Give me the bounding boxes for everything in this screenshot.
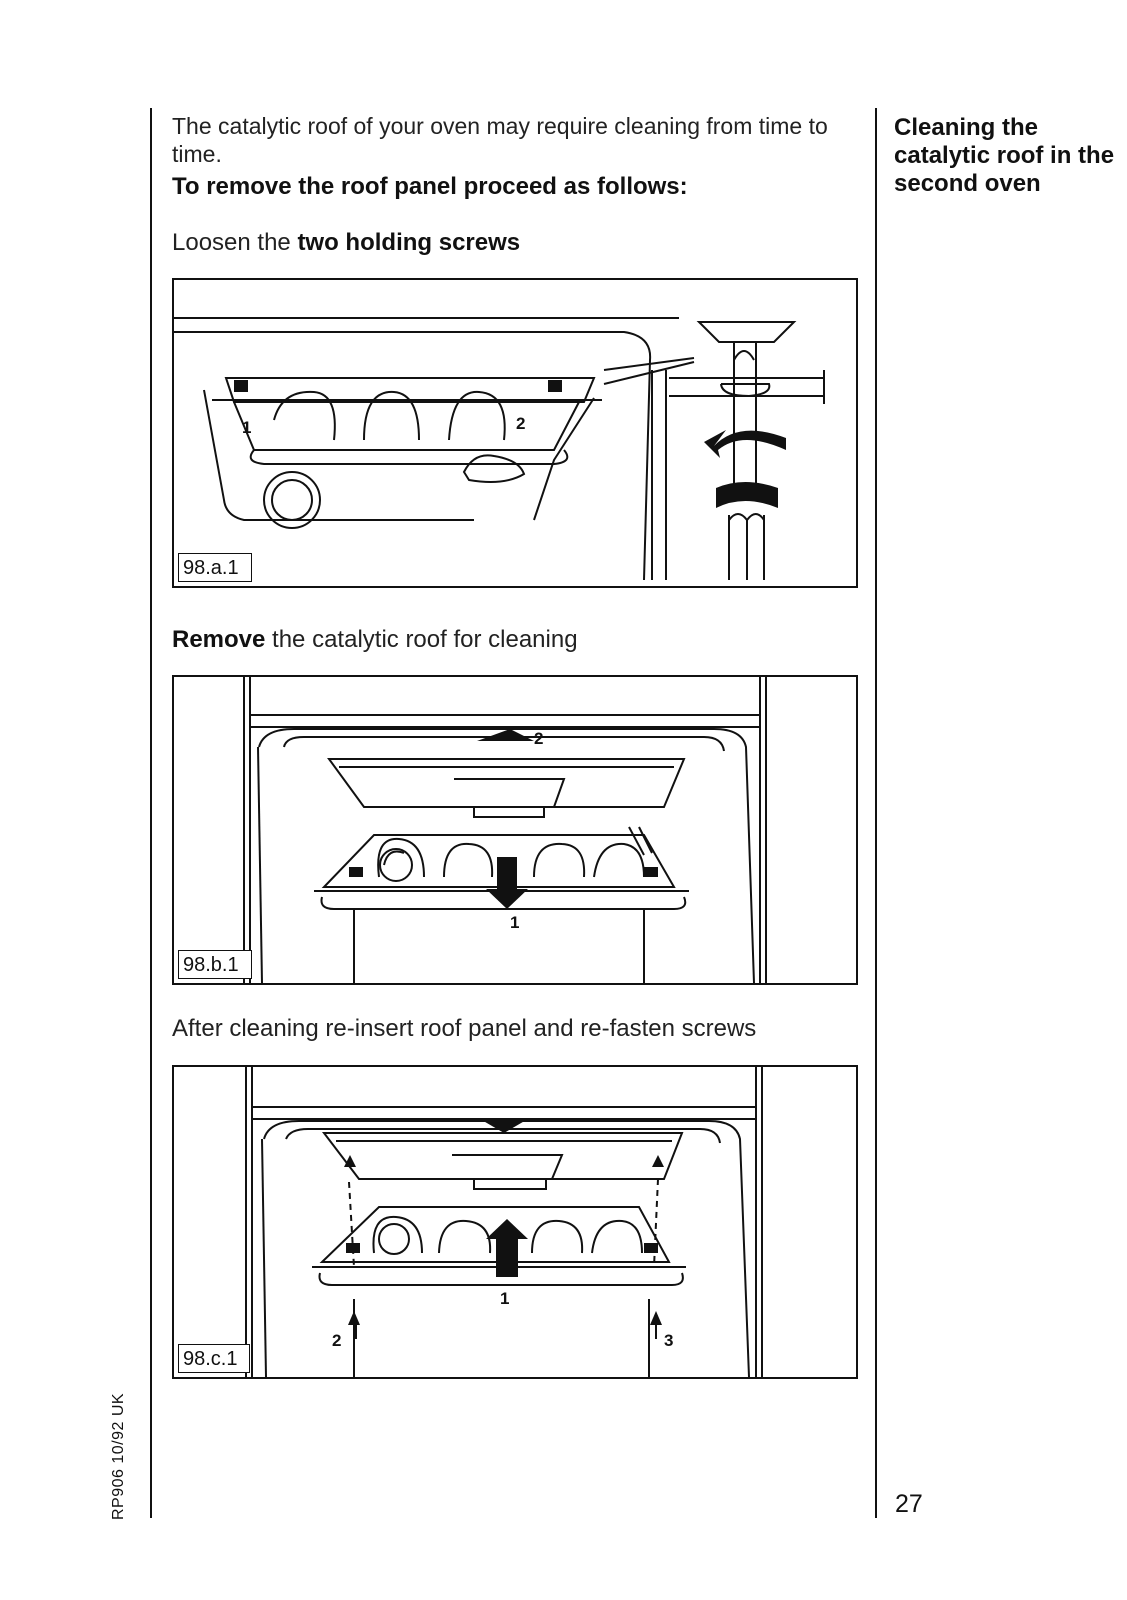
callout-2: 2 [534, 729, 544, 748]
intro-paragraph: The catalytic roof of your oven may requ… [172, 113, 828, 167]
callout-1: 1 [500, 1289, 510, 1308]
figure-label: 98.c.1 [178, 1344, 251, 1373]
document-code: RP906 10/92 UK [110, 1392, 127, 1520]
callout-1: 1 [242, 418, 252, 437]
figure-label: 98.b.1 [178, 950, 252, 979]
step-2-text: Remove the catalytic roof for cleaning [172, 626, 578, 653]
step-1-text: Loosen the two holding screws [172, 229, 521, 256]
callout-2: 2 [516, 414, 526, 433]
section-title: Cleaning the catalytic roof in the secon… [894, 114, 1115, 197]
oven-roof-removal-illustration [243, 677, 767, 983]
figure-98c1-reinsert-roof: 1 2 3 98.c.1 [172, 1065, 858, 1379]
figure-label: 98.a.1 [178, 553, 252, 582]
procedure-heading: To remove the roof panel proceed as foll… [172, 173, 688, 200]
figure-98a1-loosen-screws: 1 2 98.a.1 [172, 278, 858, 588]
right-margin-rule [875, 108, 877, 1518]
callout-2: 2 [332, 1331, 342, 1350]
left-margin-rule [150, 108, 152, 1518]
step-3-text: After cleaning re-insert roof panel and … [172, 1015, 757, 1042]
callout-3: 3 [664, 1331, 674, 1350]
page-number: 27 [895, 1490, 923, 1518]
figure-98b1-remove-roof: 2 1 98.b.1 [172, 675, 858, 985]
oven-roof-reinsert-illustration [245, 1067, 763, 1377]
oven-roof-screw-illustration [174, 317, 825, 581]
callout-1: 1 [510, 913, 520, 932]
